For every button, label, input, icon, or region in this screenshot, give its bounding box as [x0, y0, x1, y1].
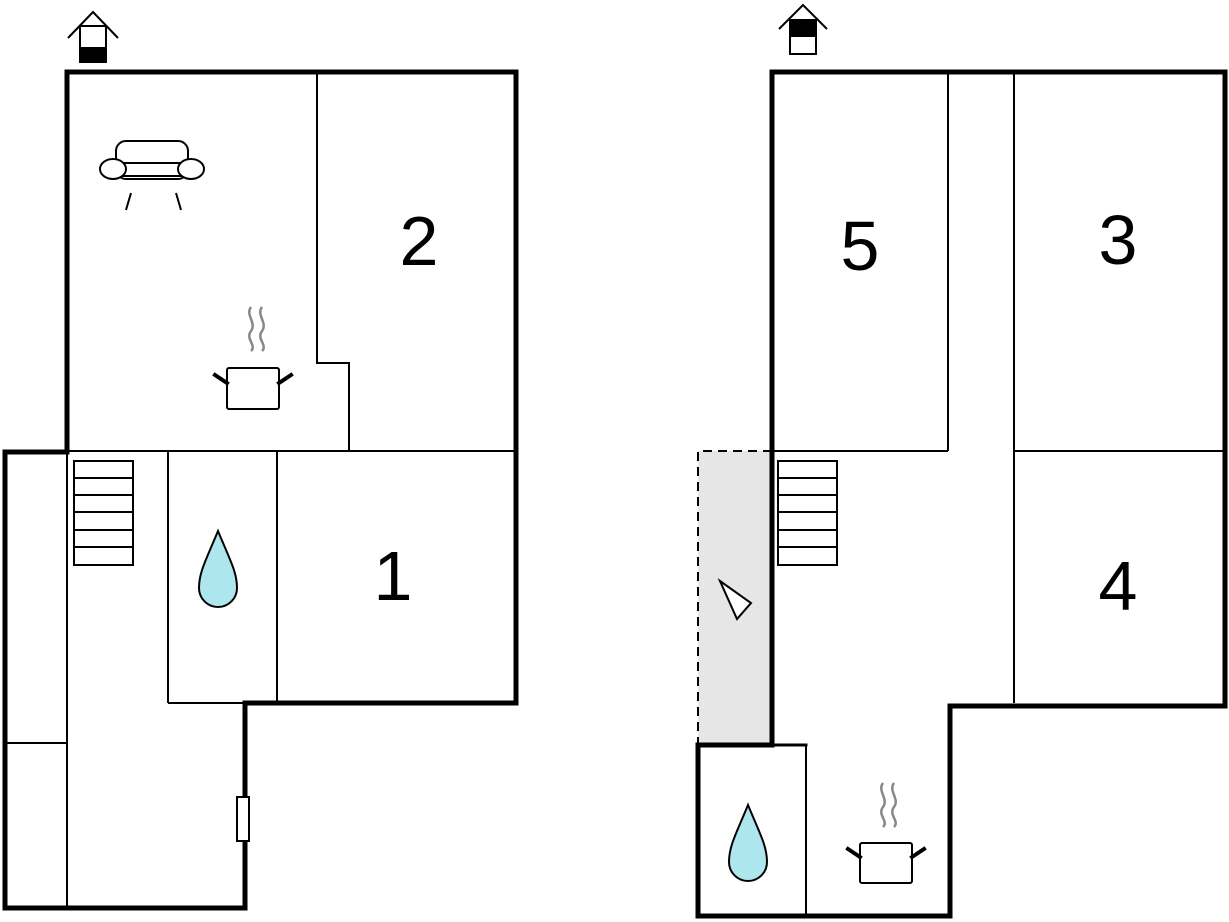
wall-exterior: [2, 69, 519, 911]
cooking-pot-icon: [212, 306, 294, 410]
stairs-icon: [73, 460, 134, 566]
house-entrance-icon: [778, 3, 828, 55]
stairs-icon: [777, 460, 838, 566]
room-4-label: 4: [1099, 547, 1138, 625]
door-marker: [236, 796, 250, 842]
room-3-label: 3: [1099, 201, 1138, 279]
cooking-pot-icon: [845, 782, 927, 884]
room-2-label: 2: [400, 202, 439, 280]
room-5-label: 5: [841, 207, 880, 285]
room-1-label: 1: [374, 537, 413, 615]
water-drop-icon: [727, 802, 769, 882]
floor-plan-right: 5 3 4: [695, 3, 1228, 919]
house-entrance-icon: [67, 10, 119, 63]
sofa-icon: [99, 140, 205, 211]
balcony-outline: [697, 450, 772, 745]
wall-interior: [316, 72, 350, 450]
water-drop-icon: [197, 528, 239, 608]
floor-plan-left: 2 1: [2, 10, 519, 911]
wall-exterior: [695, 69, 1228, 919]
pointer-icon: [717, 578, 753, 621]
